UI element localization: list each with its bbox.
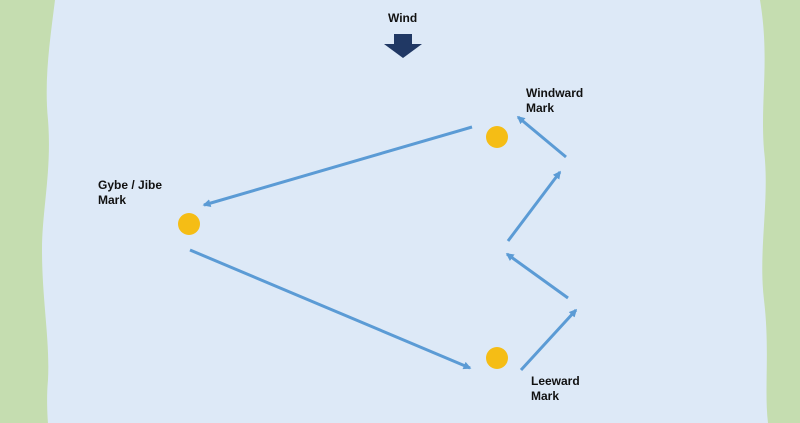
gybe-mark [178,213,200,235]
leeward-mark-label-line2: Mark [531,389,560,403]
course-legs [189,115,578,372]
windward-mark-label: Windward Mark [526,86,583,116]
leeward-mark-label: Leeward Mark [531,374,580,404]
leeward-mark [486,347,508,369]
beat-leg-4 [516,115,567,159]
windward-mark-label-line2: Mark [526,101,555,115]
windward-mark [486,126,508,148]
beat-leg-1 [519,308,578,372]
wind-arrow-icon [384,34,422,58]
leeward-mark-label-line1: Leeward [531,374,580,388]
water-area [42,0,768,423]
leg-gybe-to-leeward [189,248,472,370]
leg-windward-to-gybe [202,125,473,208]
wind-label: Wind [388,11,418,25]
gybe-mark-label: Gybe / Jibe Mark [98,178,162,208]
beat-leg-2 [505,252,569,300]
gybe-mark-label-line2: Mark [98,193,127,207]
beat-leg-3 [506,170,562,242]
gybe-mark-label-line1: Gybe / Jibe [98,178,163,192]
windward-mark-label-line1: Windward [526,86,584,100]
